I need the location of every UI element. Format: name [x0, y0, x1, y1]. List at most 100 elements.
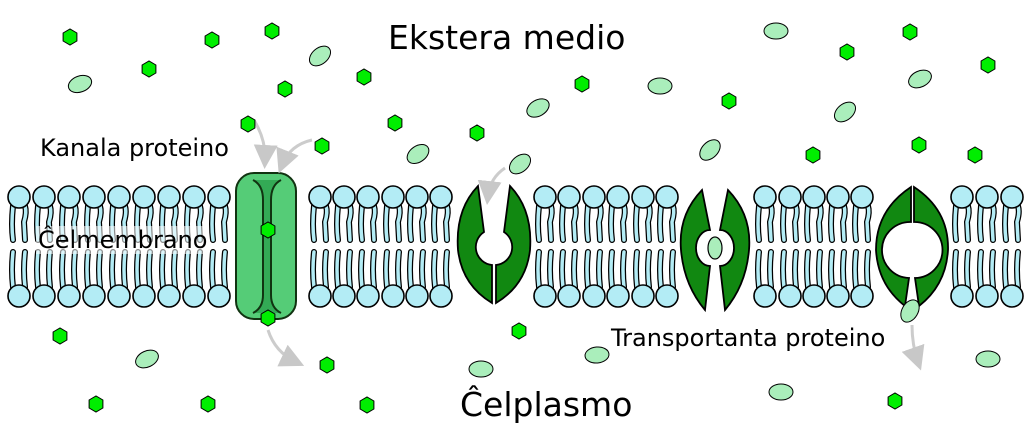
hexagon-molecule	[62, 28, 78, 46]
transport-arrows	[252, 119, 925, 371]
hexagon-molecule	[839, 43, 855, 61]
lipid-tail	[72, 250, 77, 289]
lipid-tail	[841, 204, 847, 242]
carrier-protein-right-half	[913, 185, 949, 308]
ellipse-molecule	[908, 69, 932, 89]
lipid-head	[975, 284, 999, 308]
lipid-head	[332, 185, 356, 209]
lipid-tail	[853, 204, 858, 242]
lipid-tail	[841, 250, 846, 289]
lipid-tail	[781, 204, 786, 242]
lipid-tail	[756, 204, 761, 242]
lipid-tail	[572, 250, 577, 289]
hexagon-molecule	[260, 309, 276, 327]
lipid-tail	[122, 204, 128, 242]
lipid-tail	[22, 204, 28, 242]
lipid-tail	[222, 204, 228, 242]
ellipse-molecule	[67, 74, 93, 94]
lipid-head	[557, 284, 581, 308]
lipid-head	[655, 284, 679, 308]
hexagon-molecule	[277, 80, 293, 98]
lipid-head	[655, 185, 679, 209]
lipid-tail	[197, 204, 203, 242]
lipid-tail	[147, 250, 152, 289]
lipid-tail	[768, 250, 773, 289]
lipid-tail	[47, 204, 53, 242]
lipid-tail	[197, 250, 202, 289]
lipid-tail	[444, 204, 450, 242]
transport-protein-label: Transportanta proteino	[611, 324, 886, 352]
lipid-tail	[990, 204, 996, 242]
lipid-head	[802, 284, 826, 308]
lipid-tail	[396, 204, 402, 242]
channel-pore-outline	[252, 179, 282, 314]
lipid-tail	[548, 250, 553, 289]
lipid-tail	[1003, 250, 1008, 289]
ellipse-molecule	[526, 98, 550, 118]
lipid-head	[778, 185, 802, 209]
lipid-head	[753, 185, 777, 209]
hexagon-molecule	[511, 322, 527, 340]
lipid-head	[850, 185, 874, 209]
lipid-tail	[371, 250, 376, 289]
lipid-tail	[347, 250, 352, 289]
lipid-tail	[1015, 250, 1020, 289]
ellipse-molecule	[135, 349, 159, 369]
lipid-tail	[172, 204, 178, 242]
lipid-head	[557, 185, 581, 209]
lipid-tail	[965, 204, 971, 242]
lipid-head	[182, 284, 206, 308]
hexagon-molecule	[805, 146, 821, 164]
lipid-tail	[432, 250, 437, 289]
lipid-tail	[311, 204, 316, 242]
lipid-head	[82, 284, 106, 308]
lipid-tail	[335, 250, 340, 289]
lipid-head	[850, 284, 874, 308]
carrier-protein-right-half	[718, 188, 751, 313]
lipid-head	[32, 284, 56, 308]
lipid-head	[950, 185, 974, 209]
lipid-head	[356, 185, 380, 209]
lipid-tail	[670, 250, 675, 289]
lipid-tail	[978, 250, 983, 289]
arrow-into-channel	[276, 138, 313, 174]
carrier-protein-left-half	[679, 188, 712, 313]
lipid-tail	[147, 204, 153, 242]
lipid-head	[533, 185, 557, 209]
hexagon-molecule	[204, 31, 220, 49]
lipid-head	[57, 185, 81, 209]
lipid-tail	[805, 250, 810, 289]
extracellular-label: Ekstera medio	[388, 18, 626, 57]
lipid-tail	[829, 204, 834, 242]
lipid-tail	[10, 250, 15, 289]
lipid-head	[356, 284, 380, 308]
lipid-tail	[47, 250, 52, 289]
hexagon-molecule	[887, 392, 903, 410]
lipid-tail	[347, 204, 353, 242]
lipid-head	[826, 185, 850, 209]
ellipse-molecule	[763, 22, 789, 40]
lipid-tail	[634, 250, 639, 289]
lipid-tail	[768, 204, 774, 242]
lipid-tail	[646, 204, 652, 242]
lipid-tail	[335, 204, 340, 242]
lipid-tail	[10, 204, 15, 242]
arrow-into-channel	[252, 119, 278, 169]
hexagon-molecule	[356, 68, 372, 86]
ellipse-molecule	[647, 77, 673, 95]
lipid-head	[753, 284, 777, 308]
lipid-tail	[536, 250, 541, 289]
lipid-tail	[621, 250, 626, 289]
ellipse-molecule	[406, 143, 430, 165]
lipid-tail	[420, 250, 425, 289]
lipid-head	[975, 185, 999, 209]
lipid-tail	[1003, 204, 1008, 242]
lipid-head	[207, 284, 231, 308]
lipid-head	[533, 284, 557, 308]
hexagon-molecule	[260, 221, 276, 239]
hexagon-molecule	[52, 327, 68, 345]
lipid-tail	[865, 204, 871, 242]
lipid-tail	[953, 204, 958, 242]
carrier-protein-left-half	[456, 184, 493, 305]
